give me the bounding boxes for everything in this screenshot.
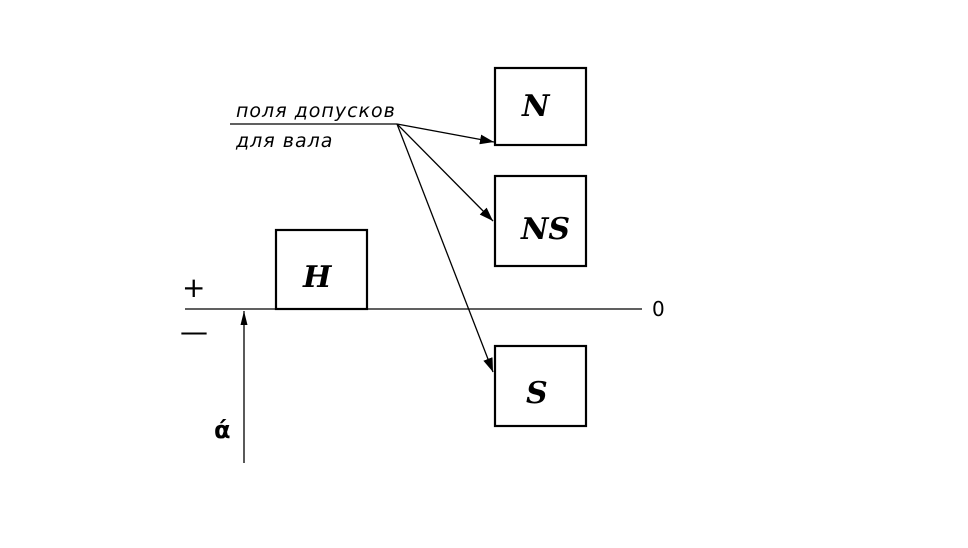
zero-label: 0: [652, 297, 665, 321]
leader-arrow-s: [396, 123, 494, 373]
note-line-1: поля допусков: [236, 100, 396, 122]
box-s: [493, 344, 588, 428]
plus-sign: +: [182, 271, 205, 304]
box-h: [274, 228, 369, 311]
note-line-2: для вала: [235, 130, 333, 152]
box-h-label: H: [302, 260, 333, 295]
box-ns: [493, 174, 588, 268]
minus-sign: —: [180, 315, 208, 348]
leader-arrow-n: [396, 123, 495, 145]
box-n-label: N: [521, 89, 551, 124]
box-s-label: S: [526, 376, 548, 411]
box-ns-label: NS: [520, 212, 570, 247]
box-n: [493, 66, 588, 147]
deviation-label: ά: [214, 416, 231, 444]
leader-arrow-ns: [396, 123, 494, 222]
